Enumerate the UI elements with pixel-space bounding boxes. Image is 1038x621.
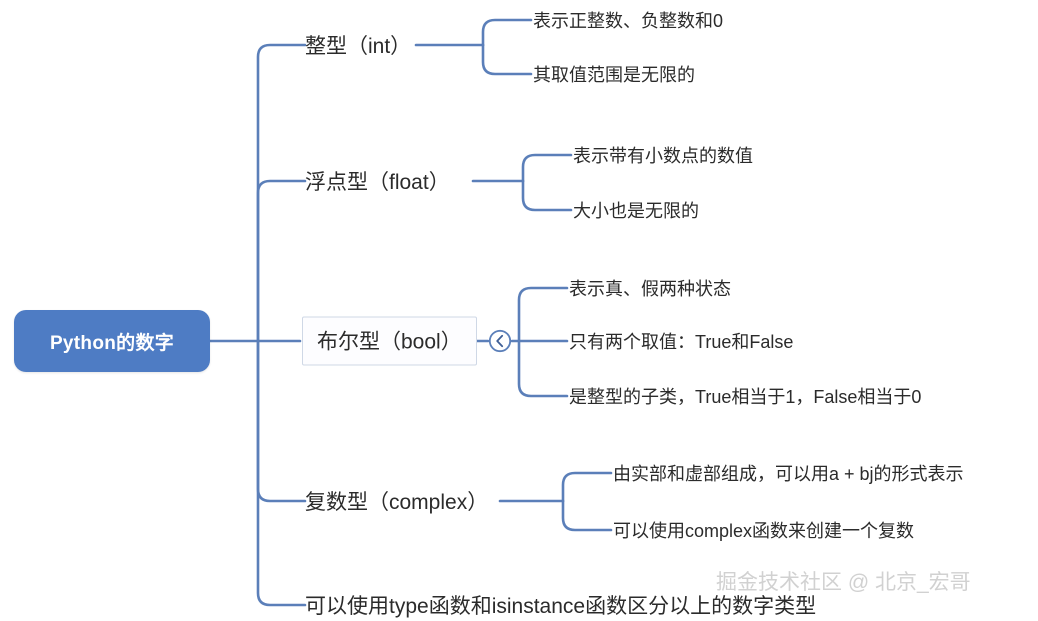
root-node[interactable]: Python的数字 xyxy=(14,310,210,372)
link-complex-leaf1 xyxy=(561,471,613,503)
link-trunk-typecheck xyxy=(256,339,307,607)
leaf-node-bool-3[interactable]: 是整型的子类，True相当于1，False相当于0 xyxy=(569,387,922,407)
branch-node-typecheck[interactable]: 可以使用type函数和isinstance函数区分以上的数字类型 xyxy=(305,595,817,618)
leaf-node-bool-2[interactable]: 只有两个取值：True和False xyxy=(569,332,794,352)
leaf-node-complex-1[interactable]: 由实部和虚部组成，可以用a + bj的形式表示 xyxy=(613,464,964,484)
link-trunk-float xyxy=(256,179,307,343)
link-complex-leaf2 xyxy=(561,499,613,532)
branch-node-bool[interactable]: 布尔型（bool） xyxy=(302,316,477,366)
link-float-leaf2 xyxy=(521,179,573,212)
link-trunk-int xyxy=(256,43,307,343)
link-trunk-complex xyxy=(256,339,307,503)
leaf-node-int-2[interactable]: 其取值范围是无限的 xyxy=(533,65,695,85)
link-bool-leaf1 xyxy=(517,286,569,343)
branch-node-complex[interactable]: 复数型（complex） xyxy=(305,491,489,514)
chevron-left-icon[interactable] xyxy=(488,329,512,353)
link-float-leaf1 xyxy=(521,153,573,183)
leaf-node-int-1[interactable]: 表示正整数、负整数和0 xyxy=(533,11,724,31)
branch-node-int[interactable]: 整型（int） xyxy=(305,35,412,58)
link-int-leaf2 xyxy=(481,43,533,76)
leaf-node-float-1[interactable]: 表示带有小数点的数值 xyxy=(573,146,753,166)
root-node-label: Python的数字 xyxy=(49,332,175,354)
leaf-node-float-2[interactable]: 大小也是无限的 xyxy=(573,201,699,221)
link-bool-leaf3 xyxy=(517,339,569,398)
link-int-leaf1 xyxy=(481,18,533,47)
branch-node-float[interactable]: 浮点型（float） xyxy=(305,171,450,194)
leaf-node-complex-2[interactable]: 可以使用complex函数来创建一个复数 xyxy=(613,521,915,541)
leaf-node-bool-1[interactable]: 表示真、假两种状态 xyxy=(569,279,731,299)
